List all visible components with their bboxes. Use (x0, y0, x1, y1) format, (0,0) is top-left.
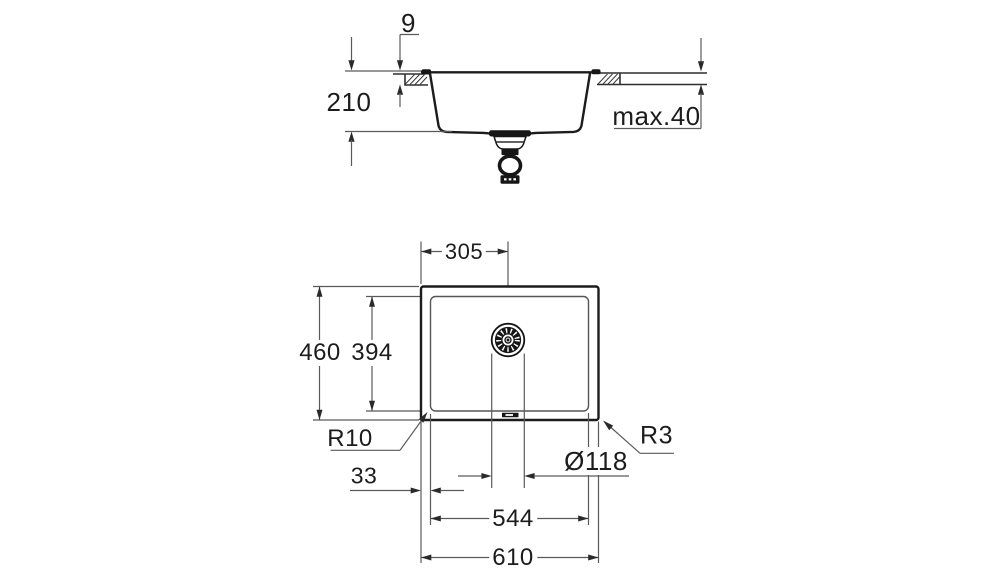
dim-33-lines (350, 487, 464, 494)
dim-label-rim-height: 9 (401, 8, 416, 38)
dim-dia118-lines (458, 473, 629, 479)
dim-label-outer-depth: 460 (296, 340, 344, 366)
plan-view-drawing (313, 241, 674, 563)
drain-assembly (489, 130, 531, 184)
dim-9-lines (396, 33, 419, 107)
drain-flange (489, 130, 531, 137)
leader-r10 (330, 412, 428, 451)
dim-label-outer-width: 610 (489, 544, 537, 571)
dim-label-rim-edge-offset: 33 (350, 462, 378, 488)
countertop-left-hatch (404, 74, 428, 85)
dim-label-bowl-inner-width: 544 (489, 505, 537, 532)
countertop-right (597, 72, 707, 86)
dim-max40-lines (614, 38, 705, 130)
rim-cap-left (421, 69, 431, 75)
leader-r3 (603, 420, 674, 454)
drain-trap-ring (497, 154, 523, 177)
overflow-mark (502, 412, 519, 418)
dim-210-lines (348, 37, 355, 166)
dim-label-bowl-depth: 210 (326, 86, 372, 117)
section-view-drawing (345, 33, 707, 184)
dim-label-bowl-inner-depth: 394 (348, 340, 396, 366)
dim-label-outer-corner-radius: R3 (640, 421, 673, 450)
bowl-inner-rect (429, 295, 590, 412)
dim-label-counter-thickness: max.40 (612, 100, 701, 131)
countertop-right-hatch (597, 73, 621, 85)
bowl-outline (428, 72, 592, 136)
dim-label-drain-offset: 305 (441, 239, 487, 264)
dim-label-drain-diameter: Ø118 (561, 446, 631, 475)
countertop-left (393, 73, 428, 86)
dim-label-inner-corner-radius: R10 (327, 424, 373, 452)
drain-circle (490, 322, 526, 358)
rim-cap-right (591, 69, 601, 75)
drain-band (501, 149, 519, 156)
